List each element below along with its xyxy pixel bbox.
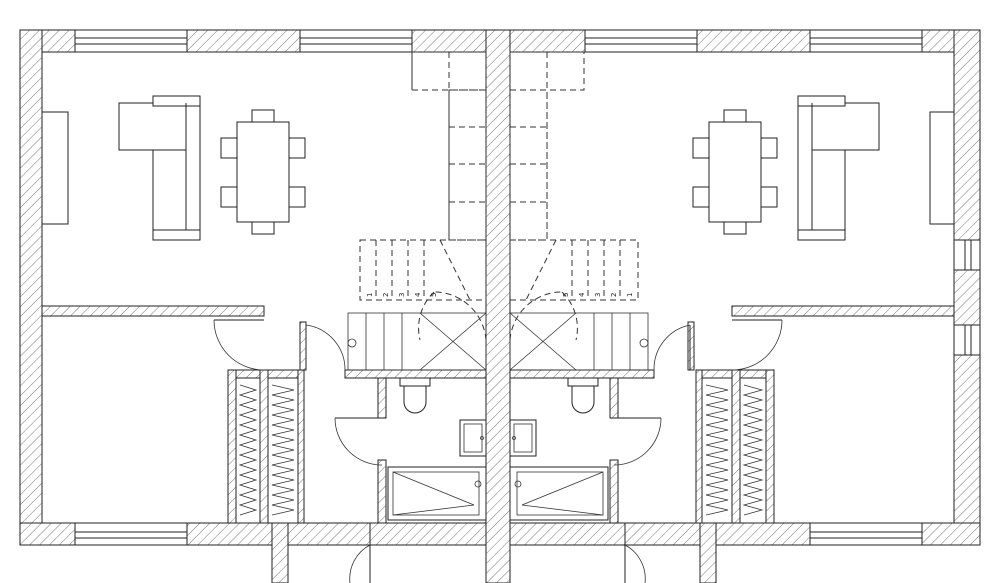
windows [74, 29, 981, 546]
wardrobes [235, 377, 767, 524]
stair-number: 3 [594, 293, 602, 297]
staircase-left [347, 51, 487, 371]
bathtub-right [509, 466, 609, 521]
dining-table-left [220, 109, 306, 235]
toilet-right [567, 377, 599, 414]
stair-number: 1 [366, 293, 374, 297]
sideboard-right [929, 111, 955, 225]
sofa-left [118, 95, 201, 241]
interior-walls [41, 305, 955, 546]
sofa-right [797, 95, 880, 241]
stair-number: 5 [562, 293, 570, 297]
stair-number: 3 [398, 293, 406, 297]
dining-table-right [692, 109, 778, 235]
stair-number: 1 [626, 293, 634, 297]
stair-number: 2 [382, 293, 390, 297]
staircase-right [509, 51, 649, 371]
washbasin-left [459, 419, 487, 457]
sideboard-left [41, 111, 69, 225]
stair-step-numbers: 1 2 3 4 5 1 2 3 4 5 [366, 292, 634, 297]
bathtub-left [387, 466, 487, 521]
stair-number: 4 [578, 292, 586, 297]
washbasin-right [509, 419, 537, 457]
toilet-left [399, 377, 431, 414]
stair-number: 5 [430, 293, 438, 297]
doors [213, 319, 783, 583]
stair-number: 2 [610, 293, 618, 297]
stair-number: 4 [414, 292, 422, 297]
